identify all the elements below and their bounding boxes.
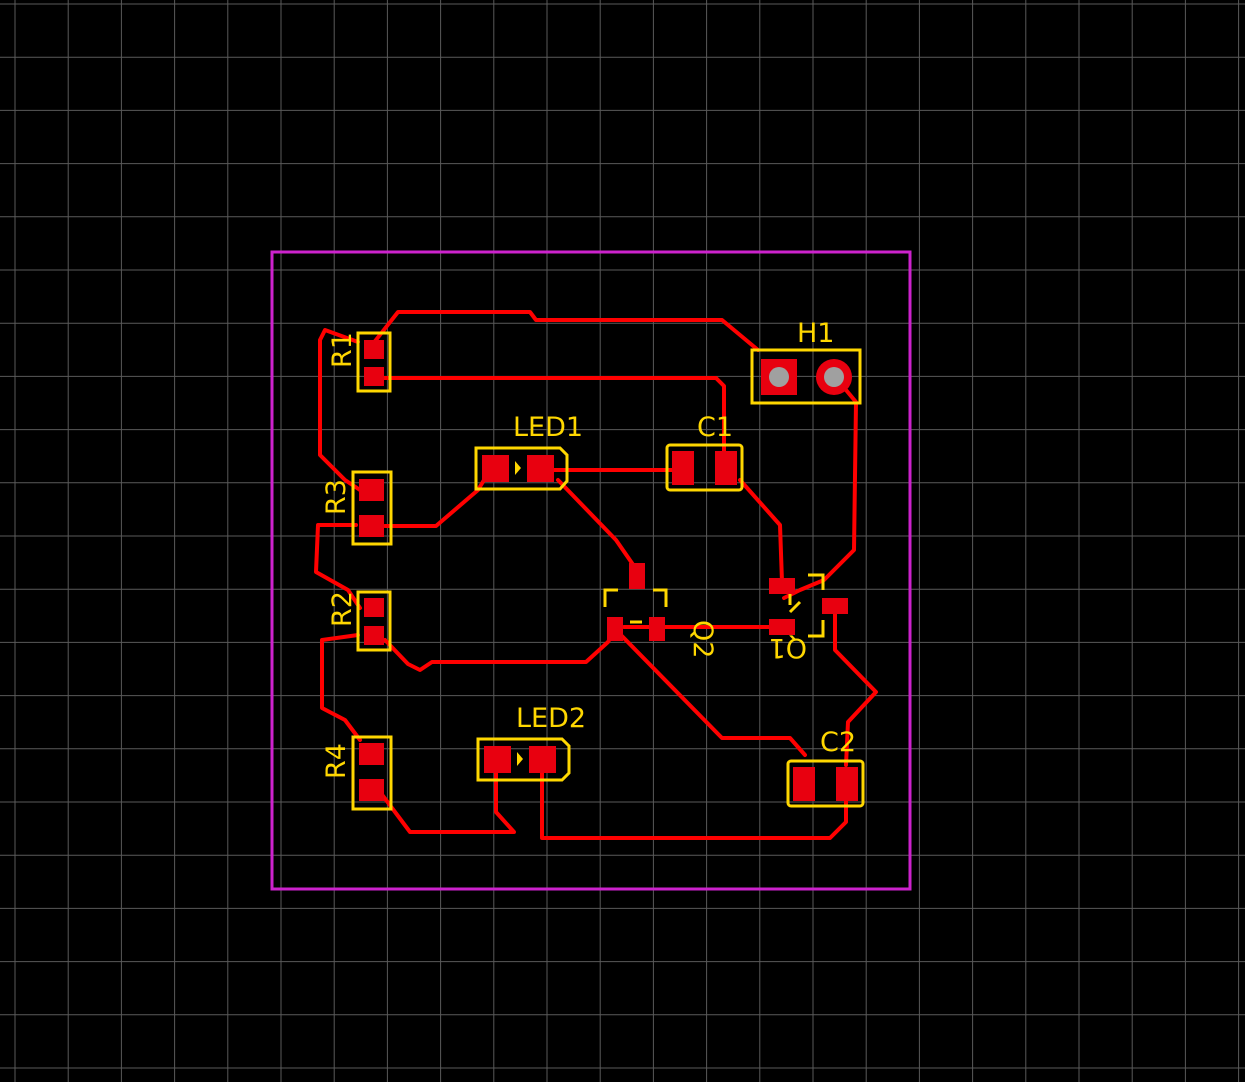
c2-pad-2[interactable] xyxy=(836,767,858,801)
track-r1-top[interactable] xyxy=(370,310,760,352)
track-led1-q2[interactable] xyxy=(556,478,636,568)
r1-footprint[interactable]: R1 xyxy=(327,331,392,393)
c2-footprint[interactable]: C2 xyxy=(786,727,865,808)
r2-pad-1[interactable] xyxy=(364,598,384,617)
c1-pad-1[interactable] xyxy=(672,451,694,485)
r3-pad-1[interactable] xyxy=(359,479,384,501)
led1-silkscreen xyxy=(474,446,569,491)
q1-pad-3[interactable] xyxy=(822,598,848,614)
r3-footprint[interactable]: R3 xyxy=(321,470,393,546)
h1-footprint[interactable]: H1 xyxy=(750,318,862,405)
led1-footprint[interactable]: LED1 xyxy=(474,412,583,491)
h1-drill-1 xyxy=(769,367,789,387)
led1-pad-2[interactable] xyxy=(527,455,554,482)
r4-silkscreen xyxy=(351,735,393,811)
track-r1-bottom[interactable] xyxy=(378,376,726,470)
c2-designator: C2 xyxy=(820,727,856,758)
r4-footprint[interactable]: R4 xyxy=(321,735,393,811)
led2-designator: LED2 xyxy=(516,703,586,734)
q1-pad-2[interactable] xyxy=(769,619,795,635)
r2-footprint[interactable]: R2 xyxy=(327,590,392,652)
track-r4-led2[interactable] xyxy=(378,760,516,834)
q1-designator: Q1 xyxy=(769,632,807,663)
copper-tracks xyxy=(314,310,878,840)
r3-pad-2[interactable] xyxy=(359,515,384,537)
r2-designator: R2 xyxy=(327,591,358,627)
r4-designator: R4 xyxy=(321,743,352,779)
led2-footprint[interactable]: LED2 xyxy=(476,703,586,782)
track-q1-c2[interactable] xyxy=(833,604,878,767)
c2-pad-1[interactable] xyxy=(793,767,815,801)
q2-designator: Q2 xyxy=(687,620,718,658)
c1-silkscreen xyxy=(665,443,744,492)
q2-silkscreen xyxy=(603,588,668,624)
q2-footprint[interactable]: Q2 xyxy=(603,563,718,658)
r4-pad-2[interactable] xyxy=(359,779,384,801)
track-c1-q1[interactable] xyxy=(738,478,784,584)
led2-pad-1[interactable] xyxy=(484,746,511,773)
h1-silkscreen xyxy=(750,348,862,405)
r3-silkscreen xyxy=(351,470,393,546)
r1-pad-1[interactable] xyxy=(364,340,384,359)
led2-silkscreen xyxy=(476,737,571,782)
h1-designator: H1 xyxy=(797,318,834,349)
track-r3-r2[interactable] xyxy=(314,523,362,610)
q2-pad-2[interactable] xyxy=(607,617,623,641)
r2-pad-2[interactable] xyxy=(364,626,384,645)
track-r2-r4[interactable] xyxy=(320,633,362,742)
r3-designator: R3 xyxy=(321,479,352,515)
r1-pad-2[interactable] xyxy=(364,367,384,386)
c2-silkscreen xyxy=(786,759,865,808)
r4-pad-1[interactable] xyxy=(359,743,384,765)
track-r2-q2[interactable] xyxy=(383,626,618,672)
q2-pad-1[interactable] xyxy=(629,563,645,589)
q2-pad-3[interactable] xyxy=(649,617,665,641)
led1-polarity-marker xyxy=(515,461,521,475)
r1-silkscreen xyxy=(356,331,392,393)
led2-pad-2[interactable] xyxy=(529,746,556,773)
led2-polarity-marker xyxy=(517,752,523,766)
r2-silkscreen xyxy=(356,590,392,652)
q1-footprint[interactable]: Q1 xyxy=(769,573,848,663)
led1-pad-1[interactable] xyxy=(482,455,509,482)
q1-pad-1[interactable] xyxy=(769,578,795,594)
h1-drill-2 xyxy=(824,367,844,387)
track-h1-q1[interactable] xyxy=(782,376,858,600)
c1-pad-2[interactable] xyxy=(715,451,737,485)
q1-silkscreen xyxy=(788,573,825,638)
track-r1-left[interactable] xyxy=(318,328,362,492)
c1-designator: C1 xyxy=(697,412,733,443)
c1-footprint[interactable]: C1 xyxy=(665,412,744,492)
r1-designator: R1 xyxy=(327,332,358,368)
board-outline[interactable] xyxy=(270,250,912,891)
led1-designator: LED1 xyxy=(513,412,583,443)
track-led2-c2[interactable] xyxy=(540,760,848,840)
track-q2-c2[interactable] xyxy=(614,628,807,757)
